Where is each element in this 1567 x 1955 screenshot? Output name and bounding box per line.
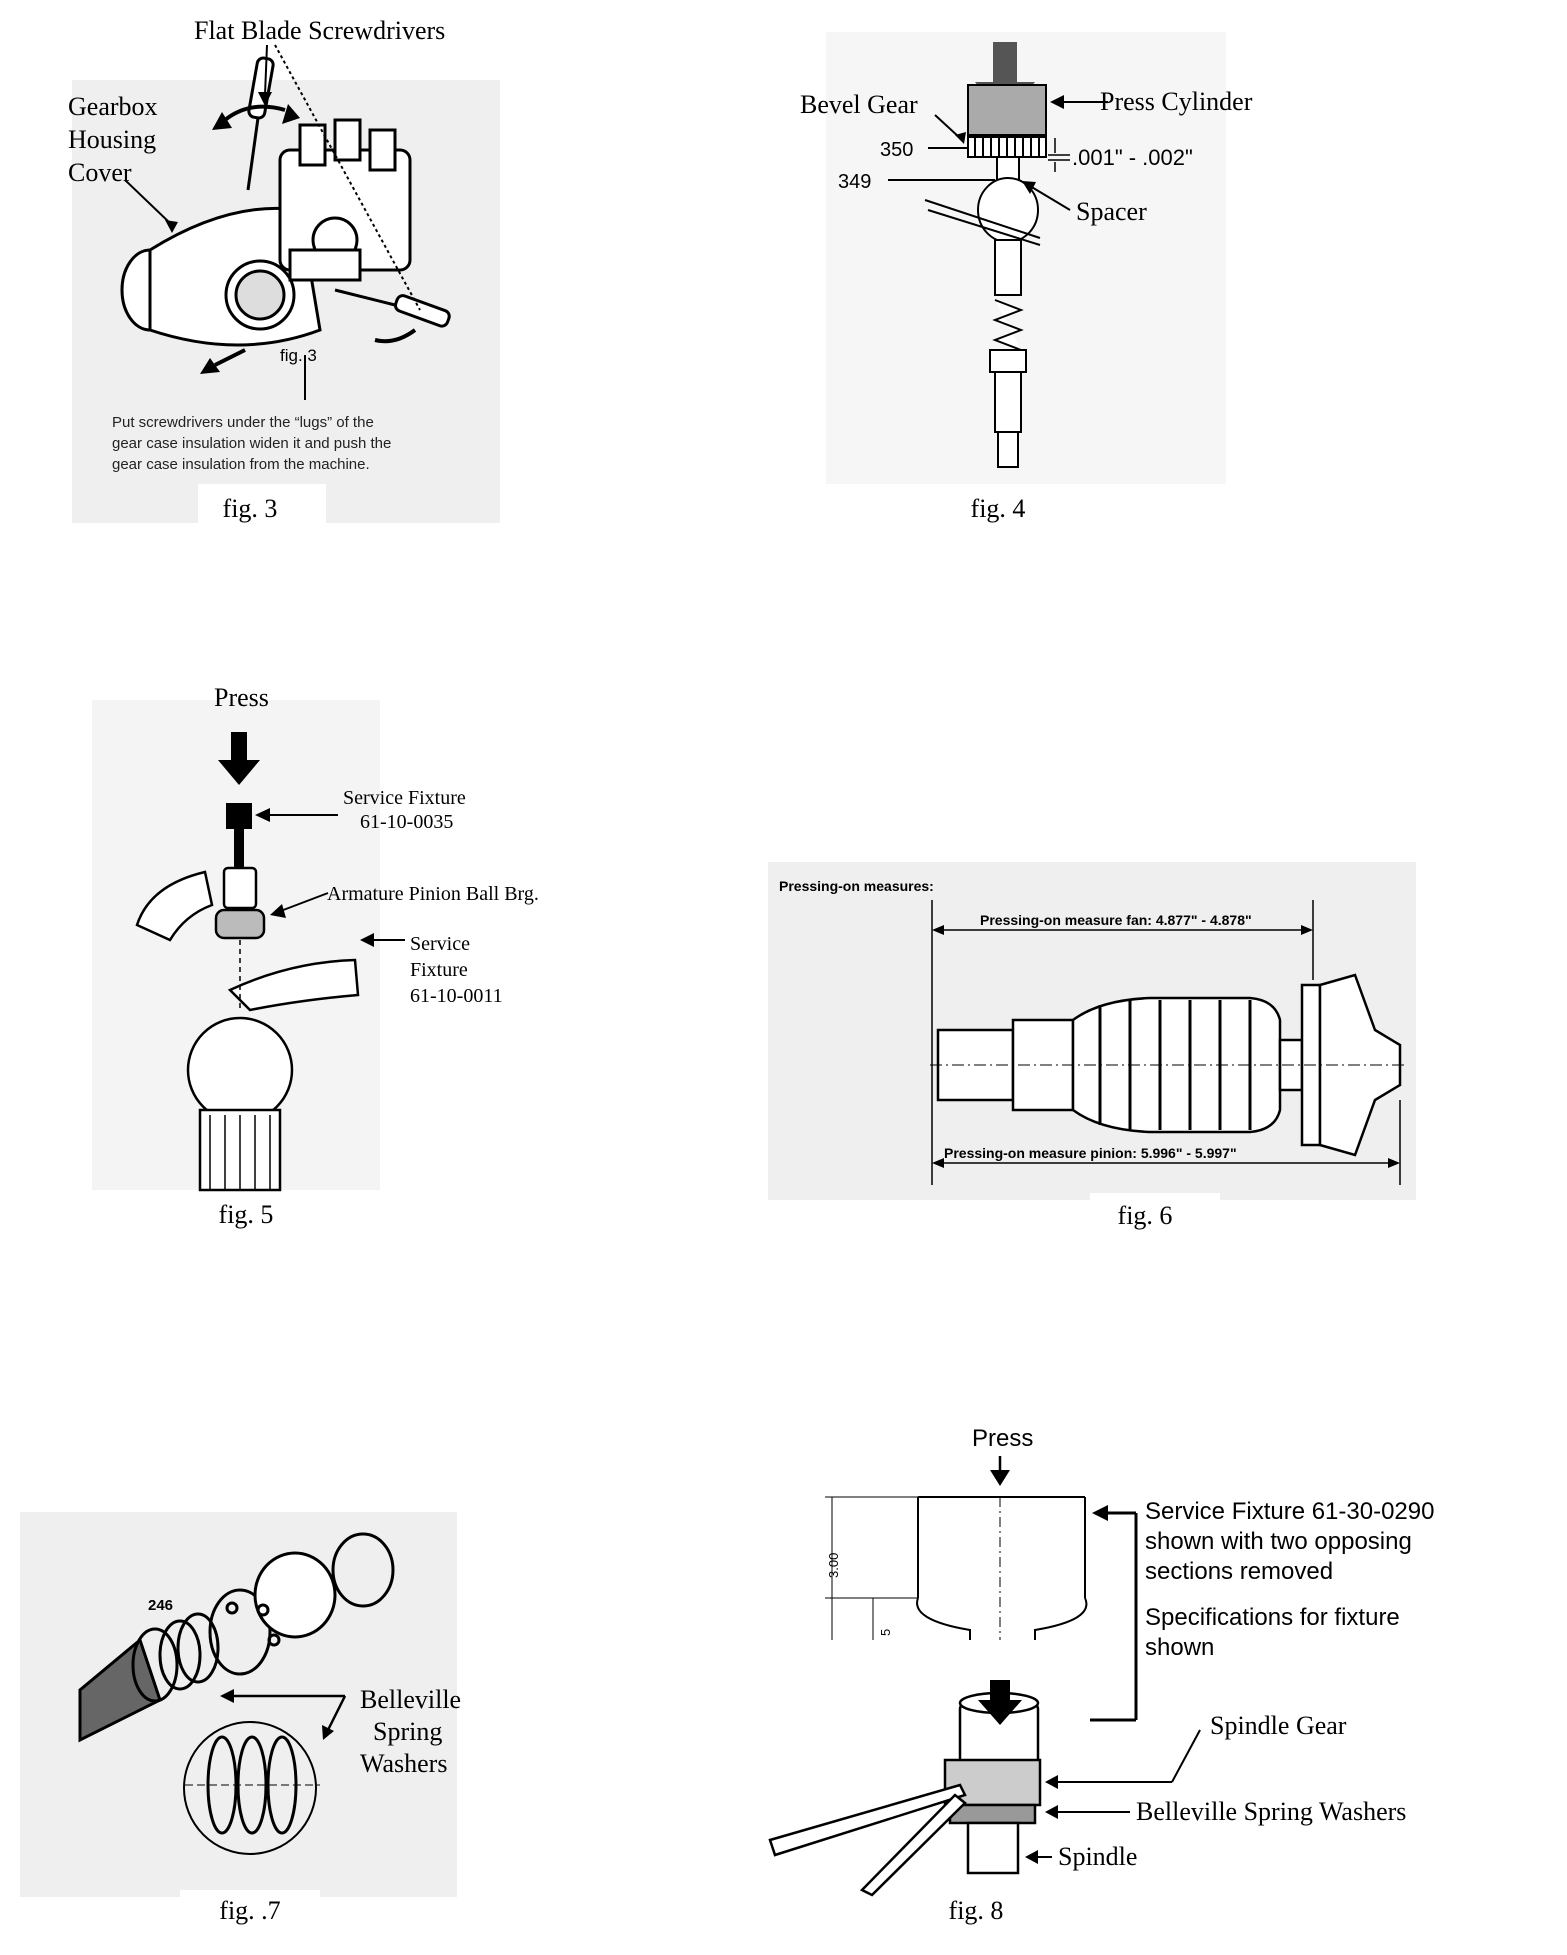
fig4-spacer-label: Spacer <box>1076 197 1147 226</box>
fig3-caption: fig. 3 <box>222 494 278 523</box>
fig8-press-label: Press <box>972 1425 1034 1452</box>
fig8-caption: fig. 8 <box>948 1896 1004 1925</box>
fig3-screwdrivers-label: Flat Blade Screwdrivers <box>194 16 446 45</box>
fig6-heading: Pressing-on measures: <box>779 878 934 894</box>
fig7-caption-box <box>180 1890 320 1928</box>
fig3-cover-label-3: Cover <box>68 158 132 187</box>
fig6-pinion-measure: Pressing-on measure pinion: 5.996" - 5.9… <box>944 1145 1237 1161</box>
fig4-part-350-label: 350 <box>880 139 914 161</box>
fig5-bearing-label: Armature Pinion Ball Brg. <box>327 883 539 905</box>
fig8-dim-300-label: 3.00 <box>826 1552 841 1578</box>
fig3-cover-label-2: Housing <box>68 125 157 154</box>
fig7-washers-label-1: Belleville <box>360 1685 462 1714</box>
fig5-caption: fig. 5 <box>218 1200 274 1229</box>
fig4-part-349-label: 349 <box>838 171 872 193</box>
fig8-fixture-label-1: Service Fixture 61-30-0290 <box>1145 1498 1435 1525</box>
fig8-dim-5-label: 5 <box>878 1628 893 1636</box>
fig4-gap-label: .001" - .002" <box>1072 145 1193 170</box>
fig4-caption: fig. 4 <box>970 494 1026 523</box>
fig8-fixture-label-2: shown with two opposing <box>1145 1528 1412 1555</box>
fig8-spec-label-1: Specifications for fixture <box>1145 1604 1400 1631</box>
fig8-fixture-label-3: sections removed <box>1145 1558 1334 1585</box>
fig7-washers-label-2: Spring <box>373 1717 443 1746</box>
fig3-inner-fig-label: fig. 3 <box>280 346 317 365</box>
fig5-fixture-a-label-1: Service Fixture <box>343 787 466 809</box>
fig6-caption-box <box>1090 1193 1220 1229</box>
fig7-part-246-label: 246 <box>148 1597 174 1614</box>
fig4-press-cylinder-label: Press Cylinder <box>1100 87 1253 116</box>
fig3-cover-label-1: Gearbox <box>68 92 158 121</box>
fig5-fixture-a-label-2: 61-10-0035 <box>360 811 454 833</box>
fig7-caption: fig. .7 <box>219 1896 281 1925</box>
fig8-washers-label: Belleville Spring Washers <box>1136 1797 1407 1826</box>
fig7-washers-label-3: Washers <box>360 1749 448 1778</box>
fig3-caption-box <box>198 484 326 524</box>
fig3-note-2: gear case insulation widen it and push t… <box>112 435 392 452</box>
fig5-fixture-b-label-3: 61-10-0011 <box>410 985 503 1007</box>
fig4-bevel-gear-label: Bevel Gear <box>800 90 918 119</box>
fig3-note-3: gear case insulation from the machine. <box>112 456 370 473</box>
fig5-fixture-b-label-1: Service <box>410 933 470 955</box>
fig5-fixture-b-label-2: Fixture <box>410 959 468 981</box>
fig6-fan-measure: Pressing-on measure fan: 4.877" - 4.878" <box>980 912 1252 928</box>
fig8-spec-label-2: shown <box>1145 1634 1215 1661</box>
fig3-note-1: Put screwdrivers under the “lugs” of the <box>112 414 374 431</box>
fig5-press-label: Press <box>214 683 269 712</box>
fig8-spindle-gear-label: Spindle Gear <box>1210 1711 1347 1740</box>
fig6-caption: fig. 6 <box>1117 1201 1173 1230</box>
fig8-spindle-label: Spindle <box>1058 1842 1138 1871</box>
